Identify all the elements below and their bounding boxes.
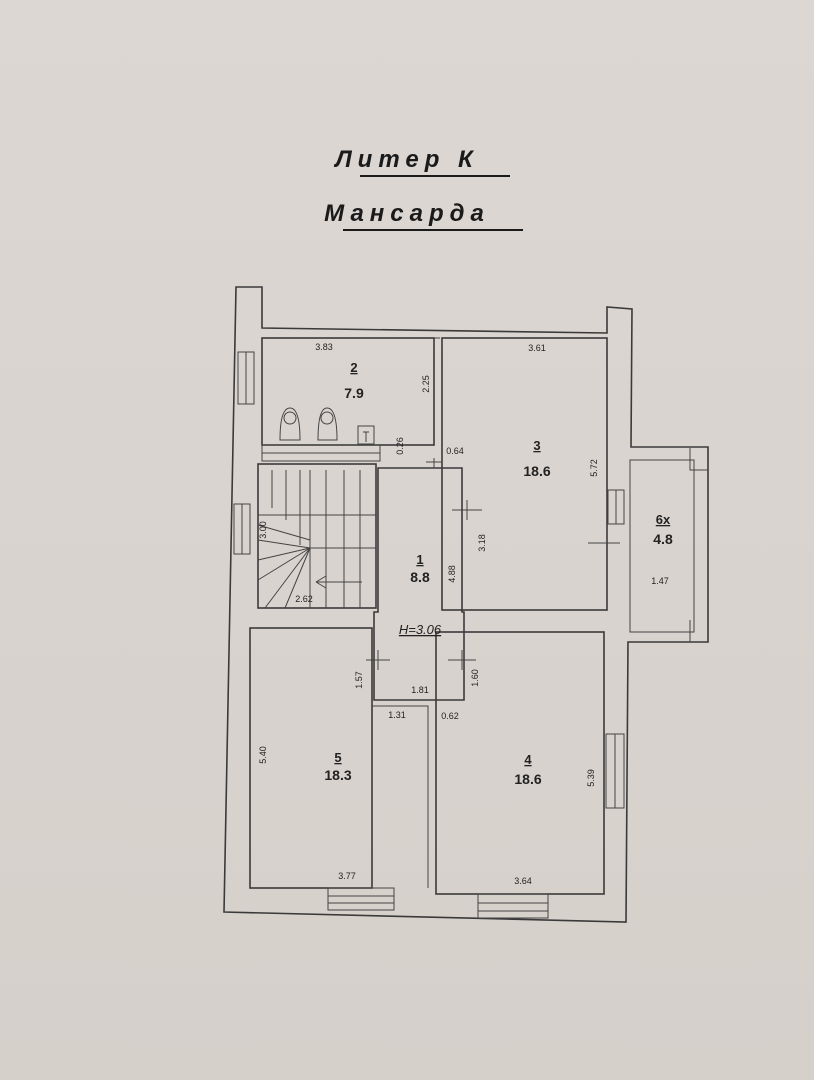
dim-r2-depth: 2.25	[421, 375, 431, 393]
staircase	[257, 463, 377, 609]
dim-026: 0.26	[395, 437, 405, 455]
height-label: H=3.06	[399, 622, 442, 637]
room-6x-area: 4.8	[653, 531, 673, 547]
room-5	[249, 627, 429, 911]
room-3-area: 18.6	[523, 463, 550, 479]
room-labels: 2 7.9 3 18.6 1 8.8 6х 4.8 5 18.3 4 18.6 …	[324, 360, 673, 787]
title-underline	[360, 175, 510, 177]
dim-r2-width: 3.83	[315, 342, 333, 352]
room-5-area: 18.3	[324, 767, 351, 783]
dim-157: 1.57	[354, 671, 364, 689]
windows	[233, 351, 625, 809]
room-3-number: 3	[533, 438, 540, 453]
subtitle-underline	[343, 229, 523, 231]
outer-walls	[223, 286, 709, 923]
room-1	[366, 458, 476, 701]
dim-r5-width: 3.77	[338, 871, 356, 881]
room-6x	[629, 448, 708, 642]
dim-r4-width: 3.64	[514, 876, 532, 886]
room-2-area: 7.9	[344, 385, 364, 401]
room-6x-number: 6х	[656, 512, 671, 527]
dim-r3-depth: 5.72	[589, 459, 599, 477]
dim-181: 1.81	[411, 685, 429, 695]
dimension-labels: 3.83 2.25 3.61 5.72 0.26 0.64 3.00 2.62 …	[258, 342, 669, 886]
room-1-number: 1	[416, 552, 423, 567]
dim-stair-300: 3.00	[258, 521, 268, 539]
dim-r1-318: 3.18	[477, 534, 487, 552]
room-4-area: 18.6	[514, 771, 541, 787]
room-1-area: 8.8	[410, 569, 430, 585]
dim-r5-depth: 5.40	[258, 746, 268, 764]
dim-r6-147: 1.47	[651, 576, 669, 586]
room-4	[435, 631, 605, 919]
dim-stair-262: 2.62	[295, 594, 313, 604]
dim-r4-depth: 5.39	[586, 769, 596, 787]
dim-062: 0.62	[441, 711, 459, 721]
plan-subtitle: Мансарда	[324, 200, 490, 227]
room-2-number: 2	[350, 360, 357, 375]
room-4-number: 4	[524, 752, 532, 767]
dim-064: 0.64	[446, 446, 464, 456]
dim-r1-488: 4.88	[447, 565, 457, 583]
dim-r3-width: 3.61	[528, 343, 546, 353]
dim-160: 1.60	[470, 669, 480, 687]
dim-131: 1.31	[388, 710, 406, 720]
room-5-number: 5	[334, 750, 341, 765]
room-2	[261, 337, 435, 462]
plan-title: Литер К	[335, 146, 479, 173]
